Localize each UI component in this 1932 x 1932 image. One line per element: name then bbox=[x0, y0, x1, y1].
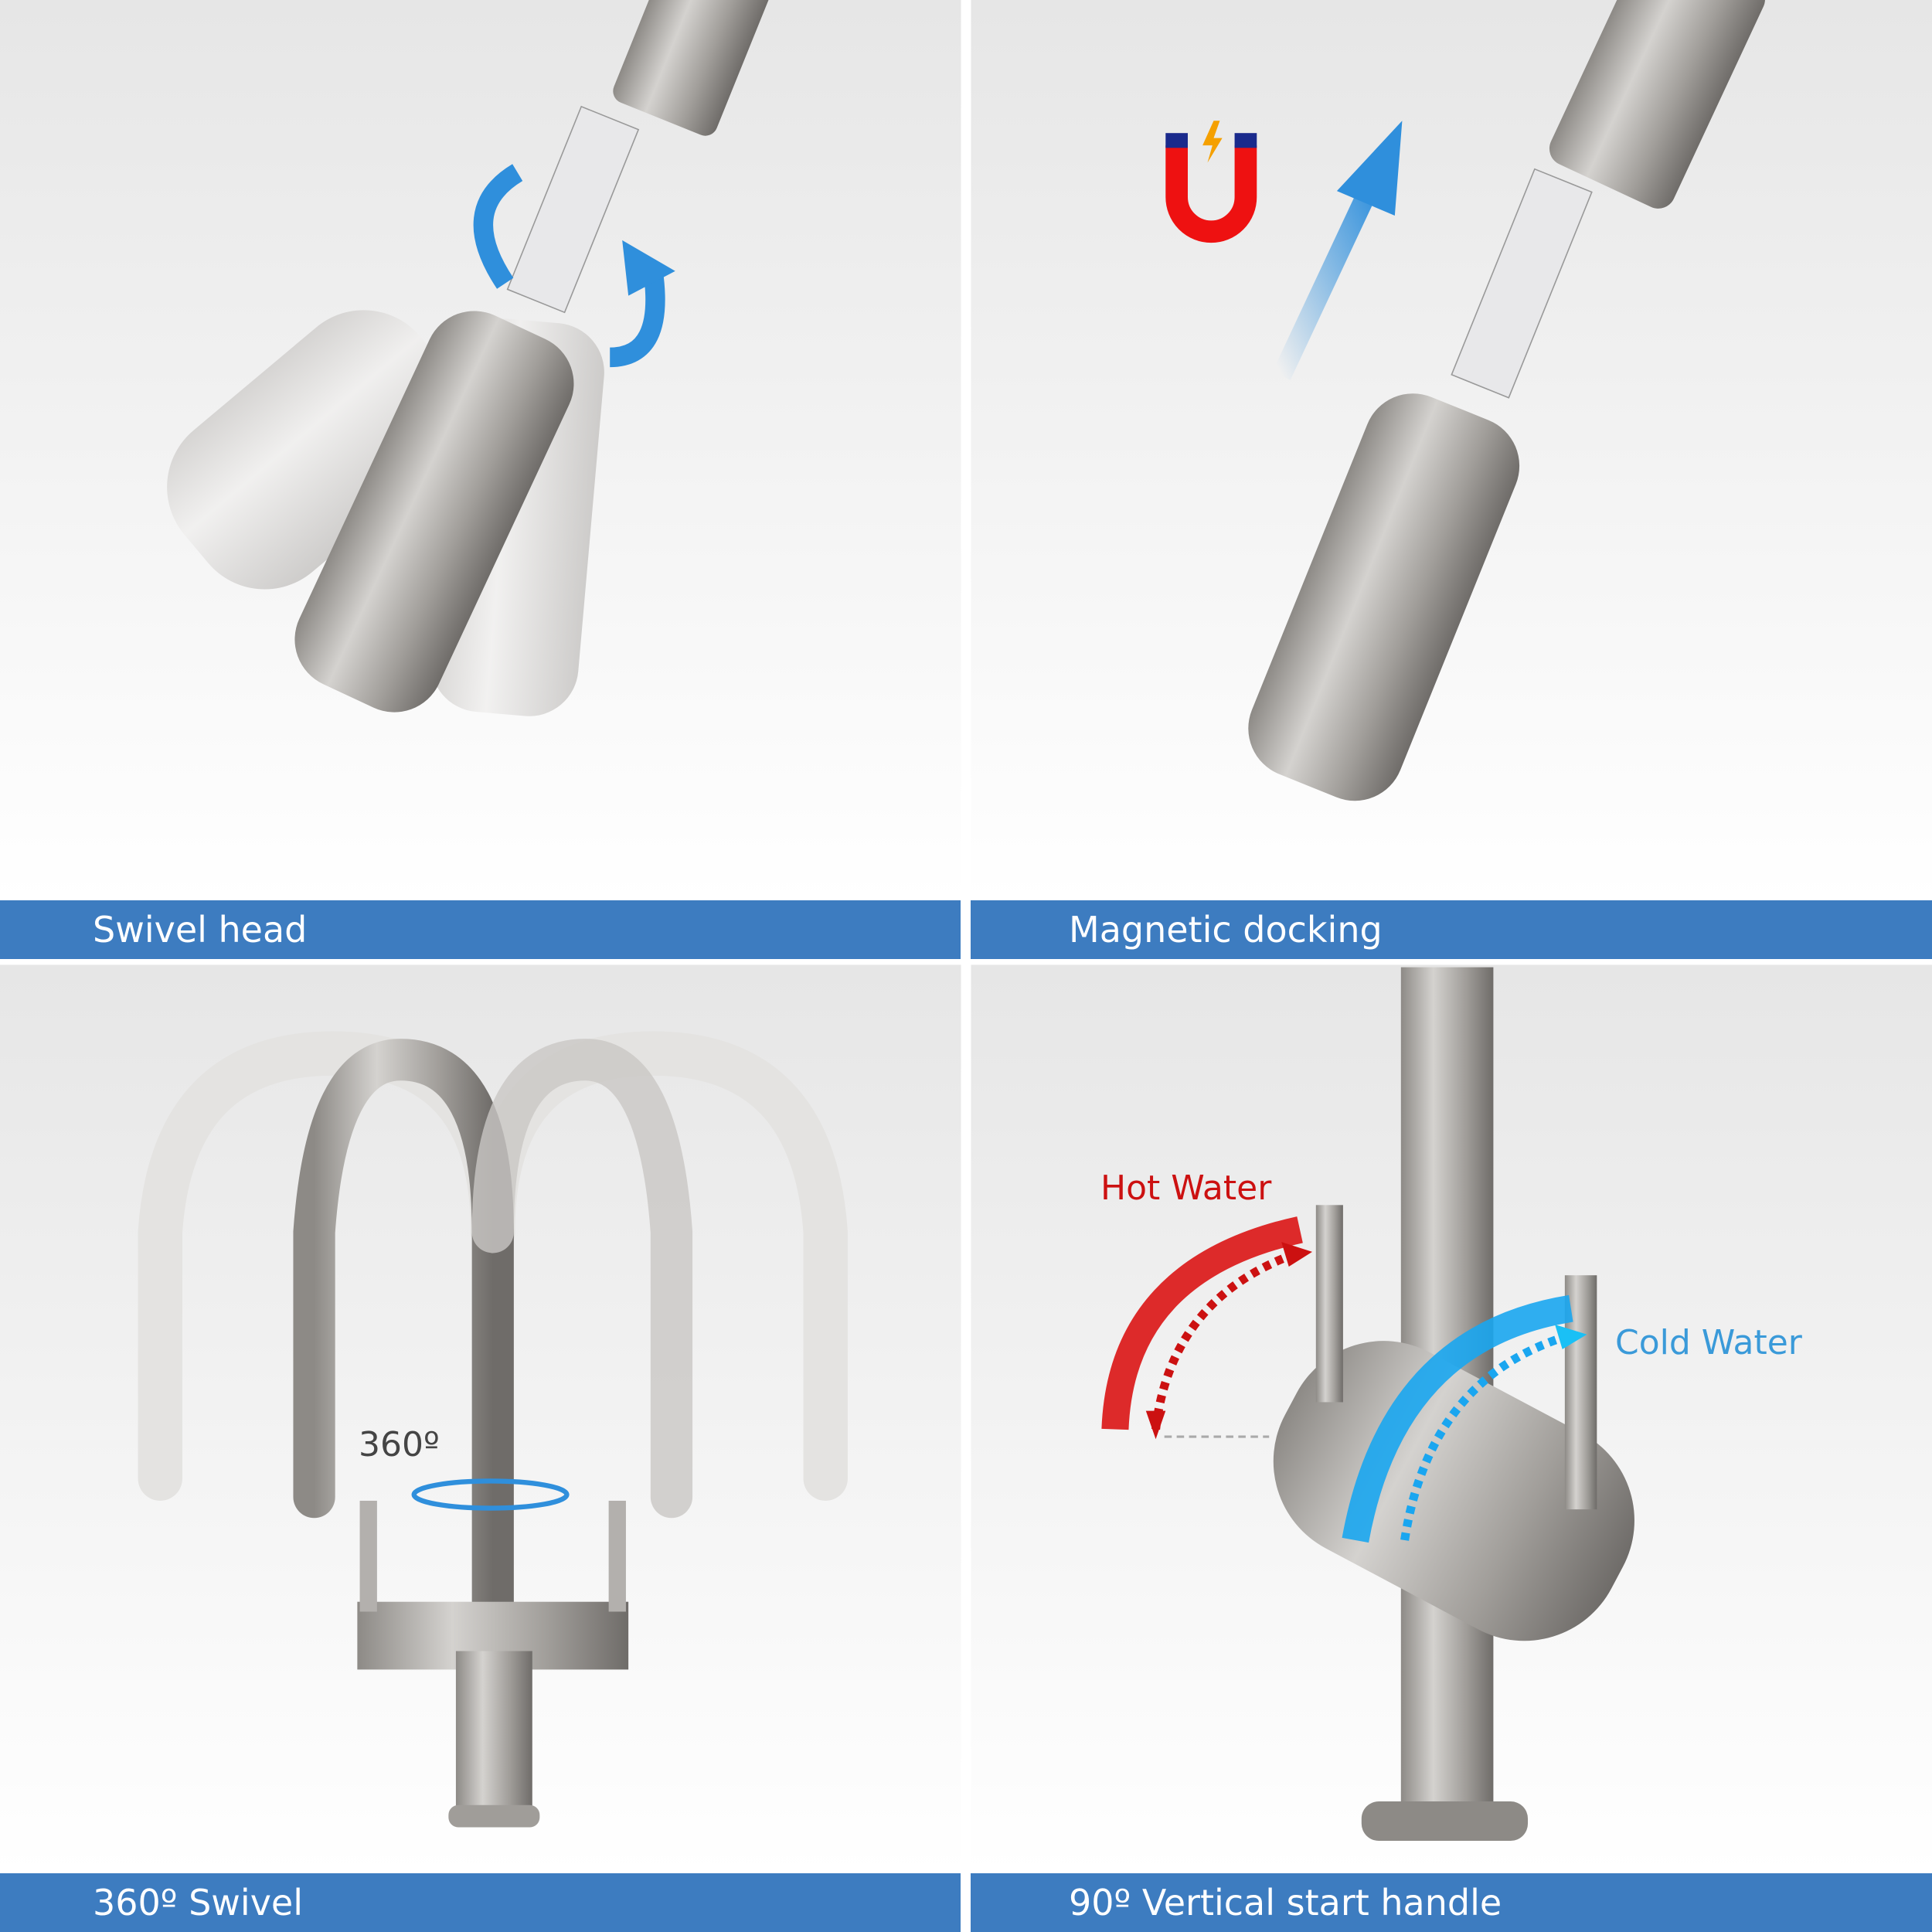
caption-banner-360-swivel: 360º Swivel bbox=[0, 1873, 961, 1932]
caption-text: Swivel head bbox=[93, 909, 308, 951]
caption-banner-swivel-head: Swivel head bbox=[0, 900, 961, 959]
swivel-head-image bbox=[167, 0, 774, 716]
caption-banner-magnetic-docking: Magnetic docking bbox=[971, 900, 1932, 959]
rotation-ellipse-icon bbox=[411, 1478, 570, 1511]
vertical-handle-image bbox=[1101, 967, 1634, 1842]
upward-arrow-icon bbox=[1272, 121, 1403, 380]
hot-arc-arrow-icon bbox=[1101, 1216, 1303, 1430]
hot-water-label: Hot Water bbox=[1100, 1168, 1272, 1208]
cold-water-label: Cold Water bbox=[1615, 1323, 1802, 1362]
swivel-arrows-icon bbox=[473, 164, 523, 289]
swivel-360-image bbox=[138, 1031, 848, 1828]
caption-text: 90º Vertical start handle bbox=[1069, 1882, 1502, 1923]
cold-arc-arrow-icon bbox=[1342, 1294, 1573, 1543]
caption-text: Magnetic docking bbox=[1069, 909, 1383, 951]
caption-text: 360º Swivel bbox=[93, 1882, 304, 1923]
magnet-icon bbox=[1165, 121, 1257, 243]
caption-banner-vertical-handle: 90º Vertical start handle bbox=[971, 1873, 1932, 1932]
magnetic-docking-image bbox=[1165, 0, 1765, 801]
rotation-angle-label: 360º bbox=[359, 1425, 440, 1464]
